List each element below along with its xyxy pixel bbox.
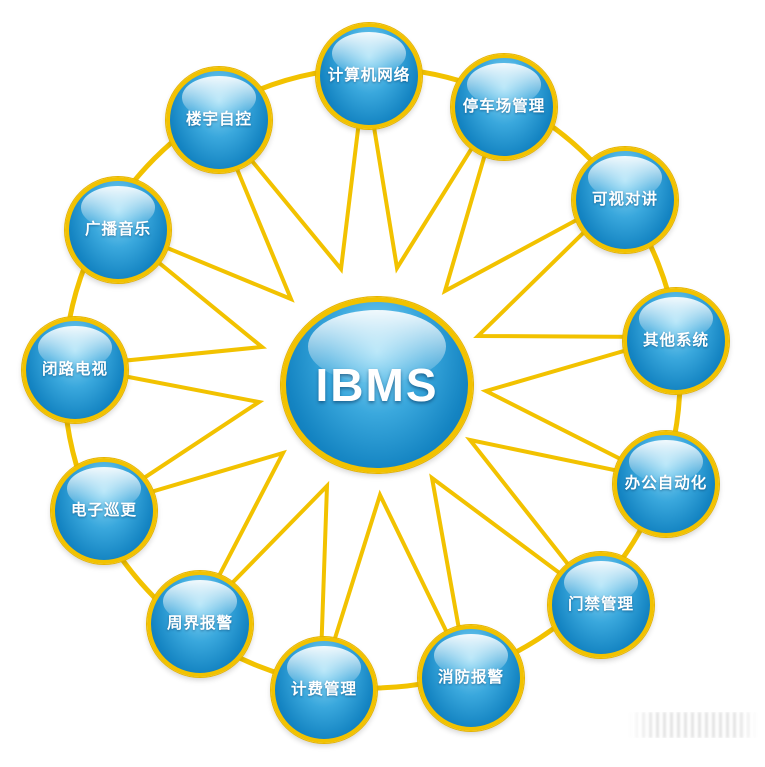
node-label: 可视对讲 <box>591 191 658 209</box>
node-label: 广播音乐 <box>84 221 151 239</box>
node-label: 电子巡更 <box>70 502 137 520</box>
watermark <box>628 712 758 738</box>
node-parking-management: 停车场管理 <box>451 54 557 160</box>
node-video-intercom: 可视对讲 <box>572 147 678 253</box>
node-label: 办公自动化 <box>624 475 708 493</box>
center-label: IBMS <box>315 359 439 411</box>
node-access-control: 门禁管理 <box>548 552 654 658</box>
node-label: 周界报警 <box>166 615 233 633</box>
node-building-automation: 楼宇自控 <box>166 67 272 173</box>
node-office-automation: 办公自动化 <box>613 431 719 537</box>
node-cctv: 闭路电视 <box>22 317 128 423</box>
node-fire-alarm: 消防报警 <box>418 625 524 731</box>
node-label: 计费管理 <box>290 681 357 699</box>
node-other-systems: 其他系统 <box>623 288 729 394</box>
starburst-links <box>70 71 673 687</box>
node-broadcast-music: 广播音乐 <box>65 177 171 283</box>
node-perimeter-alarm: 周界报警 <box>147 571 253 677</box>
node-label: 其他系统 <box>642 332 709 350</box>
node-billing-management: 计费管理 <box>271 637 377 743</box>
node-electronic-patrol: 电子巡更 <box>51 458 157 564</box>
node-label: 计算机网络 <box>327 67 411 85</box>
node-label: 闭路电视 <box>41 361 108 379</box>
node-computer-network: 计算机网络 <box>316 23 422 129</box>
node-label: 停车场管理 <box>462 98 546 116</box>
node-label: 门禁管理 <box>567 596 634 614</box>
node-label: 消防报警 <box>437 669 504 687</box>
center-node-ibms: IBMS <box>281 297 473 473</box>
node-label: 楼宇自控 <box>185 111 252 129</box>
